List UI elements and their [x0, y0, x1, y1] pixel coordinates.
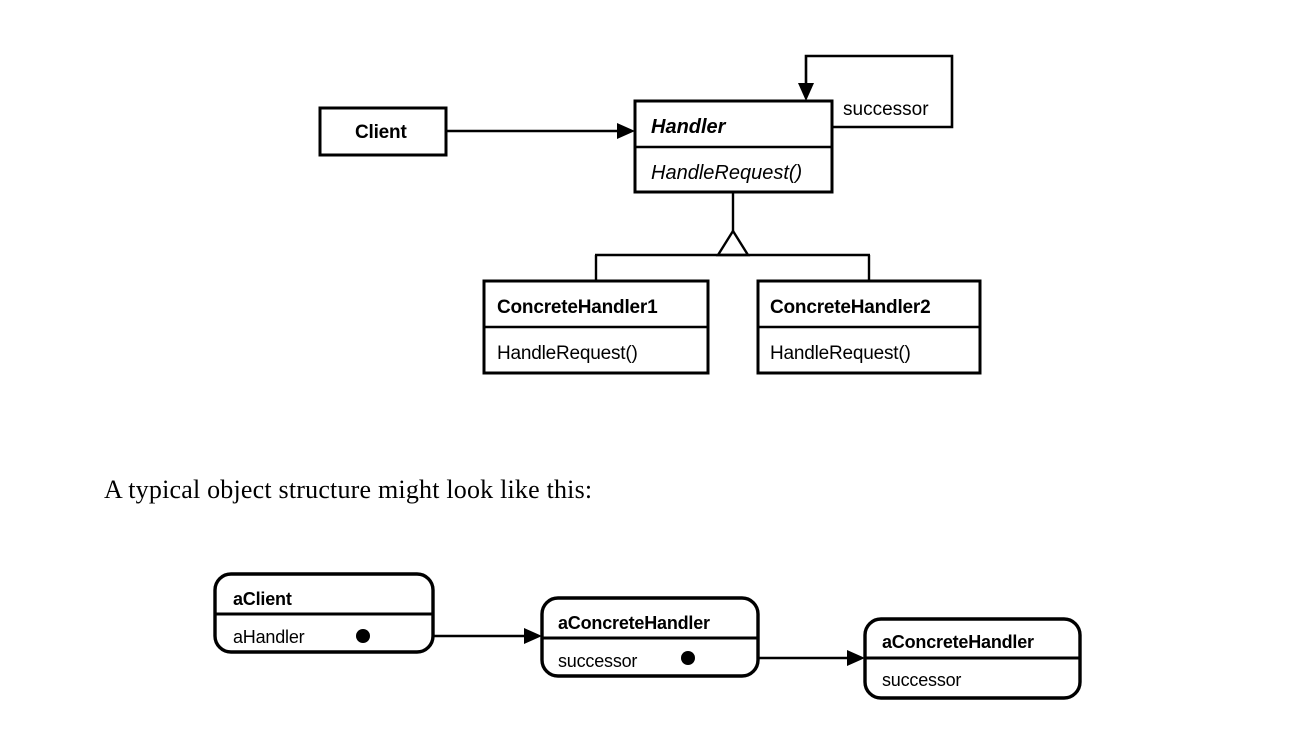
class-diagram: successor Client Handler HandleRequest: [318, 54, 982, 375]
object-attribute-label: aHandler: [233, 627, 305, 647]
arrowhead-icon: [524, 628, 542, 644]
association-client-to-handler: [446, 123, 635, 139]
object-box-a-concrete-handler-1[interactable]: aConcreteHandler successor: [540, 596, 760, 678]
object-box-a-client[interactable]: aClient aHandler: [213, 572, 435, 654]
object-diagram: aClient aHandler aConcreteHandler succes…: [213, 572, 1082, 700]
class-operation-label: HandleRequest(): [770, 343, 911, 364]
class-operation-label: HandleRequest(): [497, 343, 638, 364]
class-box-concrete-handler-1[interactable]: ConcreteHandler1 HandleRequest(): [482, 279, 710, 375]
class-operation-label: HandleRequest(): [651, 162, 802, 184]
association-handler-successor: successor: [798, 54, 954, 129]
class-box-client[interactable]: Client: [318, 106, 448, 157]
association-label-successor: successor: [843, 99, 929, 120]
caption-text: A typical object structure might look li…: [104, 475, 593, 504]
arrowhead-icon: [798, 83, 814, 101]
class-name-label: Handler: [651, 116, 727, 138]
association-line: [804, 54, 954, 129]
class-name-label: ConcreteHandler1: [497, 297, 658, 318]
object-attribute-label: successor: [882, 670, 961, 690]
arrowhead-icon: [617, 123, 635, 139]
reference-dot-icon: [681, 651, 695, 665]
class-box-outline: [318, 106, 448, 157]
generalization-handler: [594, 192, 871, 281]
object-attribute-label: successor: [558, 651, 637, 671]
inheritance-triangle-icon: [715, 228, 751, 257]
class-name-label: ConcreteHandler2: [770, 297, 930, 318]
object-name-label: aConcreteHandler: [558, 613, 710, 633]
object-name-label: aConcreteHandler: [882, 632, 1034, 652]
object-name-label: aClient: [233, 589, 292, 609]
class-box-concrete-handler-2[interactable]: ConcreteHandler2 HandleRequest(): [756, 279, 982, 375]
class-name-label: Client: [355, 122, 407, 143]
object-box-a-concrete-handler-2[interactable]: aConcreteHandler successor: [863, 617, 1082, 700]
reference-dot-icon: [356, 629, 370, 643]
class-box-handler[interactable]: Handler HandleRequest(): [633, 99, 834, 194]
arrowhead-icon: [847, 650, 865, 666]
